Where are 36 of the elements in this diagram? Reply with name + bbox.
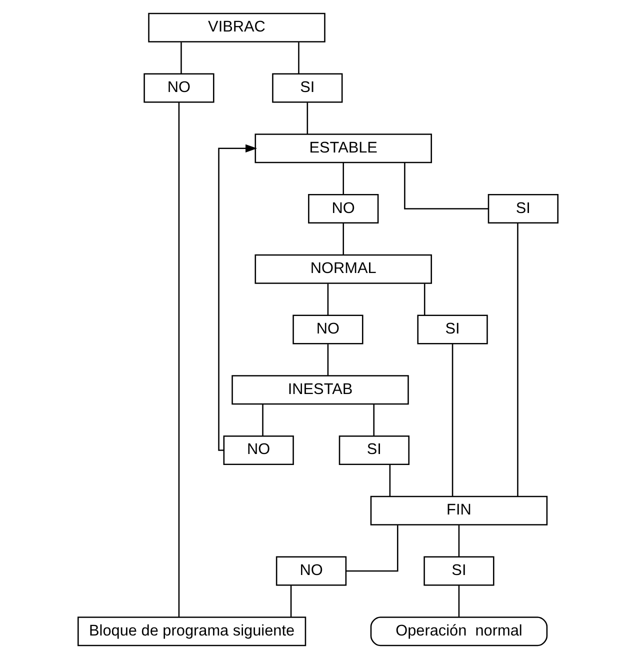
connector	[262, 404, 263, 436]
node-box: ESTABLE	[254, 134, 432, 164]
node-box: FIN	[370, 496, 548, 526]
node-box: NO	[308, 194, 378, 224]
connector	[451, 344, 453, 496]
connector	[306, 102, 308, 134]
node-box: SI	[338, 435, 410, 465]
node-box: NO	[292, 314, 363, 344]
connector	[423, 284, 425, 316]
connector	[342, 163, 344, 194]
connector	[372, 404, 374, 436]
connector	[458, 586, 460, 617]
connector	[388, 464, 390, 496]
node-box: SI	[272, 73, 342, 103]
node-box: SI	[416, 314, 488, 344]
connector	[290, 586, 292, 617]
connector	[178, 102, 180, 618]
node-box: NO	[143, 73, 214, 103]
node-box: INESTAB	[231, 375, 408, 405]
connector	[346, 525, 398, 572]
node-box: NORMAL	[254, 254, 432, 284]
connector	[180, 42, 182, 74]
node-box: SI	[423, 556, 494, 586]
connector	[326, 344, 328, 376]
connector	[326, 284, 328, 316]
node-box: Bloque de programa siguiente	[77, 616, 306, 646]
connector	[516, 222, 518, 496]
connector	[298, 42, 299, 74]
connector	[342, 223, 344, 255]
node-box: Operación normal	[370, 616, 548, 646]
node-box: SI	[487, 194, 558, 224]
connector	[458, 525, 460, 556]
node-box: NO	[275, 556, 346, 586]
connector	[404, 163, 488, 210]
node-box: NO	[222, 435, 294, 465]
node-box: VIBRAC	[148, 12, 325, 42]
